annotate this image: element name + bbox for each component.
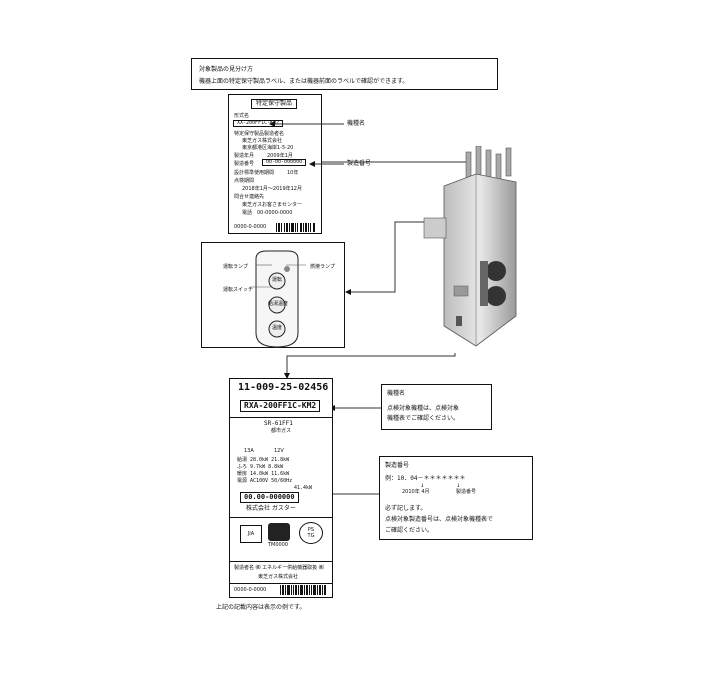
period-value: 10年 — [287, 170, 299, 176]
remote-controller-box: 運転ランプ 運転スイッチ 燃焼ランプ 運転 給湯温度 温度 — [201, 242, 345, 348]
front-label-maker: 株式会社 ガスター — [246, 505, 296, 512]
footer-note: 上記の記載内容は表示の例です。 — [216, 604, 306, 611]
note-serial-line3: 必ず記します。 — [385, 505, 427, 512]
remote-button-hot-water: 給湯温度 — [268, 301, 289, 307]
serial-value: 00-00-000000 — [262, 159, 307, 166]
front-label-voltage: 12V — [274, 448, 284, 454]
front-product-label: 11-009-25-02456 RXA-200FF1C-KM2 SR-61FF1… — [229, 378, 333, 598]
front-label-gas-type: 13A — [244, 448, 254, 454]
front-label-barcode — [280, 585, 326, 595]
front-label-mark-jia: JIA — [240, 525, 262, 543]
remote-label-run-switch: 運転スイッチ — [223, 287, 254, 293]
contact-name: 東芝ガスお客さまセンター — [242, 202, 303, 208]
note-serial-title: 製造番号 — [385, 462, 410, 469]
remote-controller-illustration — [250, 250, 306, 348]
note-serial-number-label: 製造番号 — [456, 489, 477, 495]
serial-label: 製造番号 — [234, 161, 255, 167]
front-label-mark-caption: TM0000 — [268, 542, 289, 548]
top-label-barcode — [276, 223, 315, 232]
jia-mark-text: JIA — [247, 531, 255, 537]
remote-label-burn-lamp: 燃焼ランプ — [310, 264, 335, 270]
header-box: 対象製品の見分け方 機器上面の特定保守製品ラベル、または機器前面のラベルで確認が… — [191, 58, 498, 90]
front-label-spec-total: 41.4kW — [294, 485, 313, 491]
front-label-divider-4 — [230, 583, 332, 584]
note-serial-date: 2010年 4月 — [402, 489, 430, 495]
year-label: 製造年月 — [234, 153, 255, 159]
note-model-line1: 点検対象機種は、点検対象 — [387, 405, 460, 412]
front-label-bottom-company: 東芝ガス株式会社 — [258, 574, 299, 580]
front-label-spec-power: 電源 AC100V 50/60Hz — [237, 478, 293, 484]
front-label-spec-bath: ふろ 9.7kW 8.8kW — [237, 464, 284, 470]
contact-phone: 00-0000-0000 — [257, 210, 293, 216]
inspection-value: 2018年1月～2019年12月 — [242, 186, 302, 192]
front-label-divider-3 — [230, 561, 332, 562]
note-serial-box: 製造番号 例：10．04－＊＊＊＊＊＊＊ ↓ ↓ 2010年 4月 製造番号 必… — [379, 456, 533, 540]
contact-phone-label: 電話 — [242, 210, 253, 216]
front-label-mark-center — [268, 523, 290, 541]
front-label-divider-2 — [230, 517, 332, 518]
front-label-barcode-number: 0000-0-0000 — [234, 587, 267, 593]
front-label-model: RXA-200FF1C-KM2 — [240, 400, 321, 412]
top-label-footnote: 0000-0-0000 — [234, 224, 267, 230]
front-label-number: 11-009-25-02456 — [238, 382, 329, 393]
maker-address: 東京都港区海岸1-5-20 — [242, 145, 294, 151]
note-serial-arrow1: ↓ — [420, 483, 425, 489]
model-label: 形式名 — [234, 113, 250, 119]
note-serial-line4: 点検対象製造番号は、点検対象機種表で — [385, 516, 494, 523]
maker-name: 東芝ガス株式会社 — [242, 138, 283, 144]
year-value: 2009年1月 — [267, 153, 293, 159]
note-serial-example: 例：10．04－＊＊＊＊＊＊＊ — [385, 475, 466, 482]
front-label-bottom-maker: 製造者名 ㈱ エネルギー供給機器取扱 ㈱ — [234, 565, 324, 571]
remote-button-run: 運転 — [272, 277, 283, 283]
note-model-box: 機種名 点検対象機種は、点検対象 機種表でご確認ください。 — [381, 384, 492, 430]
front-label-spec-heating: 暖房 14.0kW 11.6kW — [237, 471, 290, 477]
callout-serial-number: 製造番号 — [347, 160, 372, 167]
top-product-label: 特定保守製品 形式名 XX-200FF1C-KM2 特定保守製品製造者名 東芝ガ… — [228, 94, 322, 234]
note-serial-line5: ご確認ください。 — [385, 527, 434, 534]
front-label-subtitle: 都市ガス — [271, 428, 292, 434]
front-label-serial: 00.00-000000 — [240, 492, 299, 503]
front-label-spec-hot-water: 給湯 28.0kW 21.8kW — [237, 457, 290, 463]
period-label: 設計標準使用期間 — [234, 170, 275, 176]
header-body: 機器上面の特定保守製品ラベル、または機器前面のラベルで確認ができます。 — [199, 78, 409, 85]
header-title: 対象製品の見分け方 — [199, 66, 254, 73]
note-serial-arrow2: ↓ — [456, 483, 461, 489]
maker-label: 特定保守製品製造者名 — [234, 131, 285, 137]
note-model-line2: 機種表でご確認ください。 — [387, 415, 460, 422]
callout-model-name: 機種名 — [347, 120, 366, 127]
front-label-mark-pstg: PS TG — [299, 522, 323, 544]
top-label-title: 特定保守製品 — [251, 99, 298, 109]
ps-mark-text: PS — [307, 527, 315, 533]
inspection-label: 点検期間 — [234, 178, 255, 184]
note-model-title: 機種名 — [387, 390, 406, 397]
water-heater-illustration — [423, 146, 517, 347]
contact-label: 問合せ連絡先 — [234, 194, 265, 200]
front-label-type: SR-61FF1 — [264, 420, 293, 427]
tg-mark-text: TG — [307, 533, 315, 539]
remote-button-temp: 温度 — [272, 325, 283, 331]
remote-label-run-lamp: 運転ランプ — [223, 264, 248, 270]
front-label-divider — [230, 417, 332, 418]
